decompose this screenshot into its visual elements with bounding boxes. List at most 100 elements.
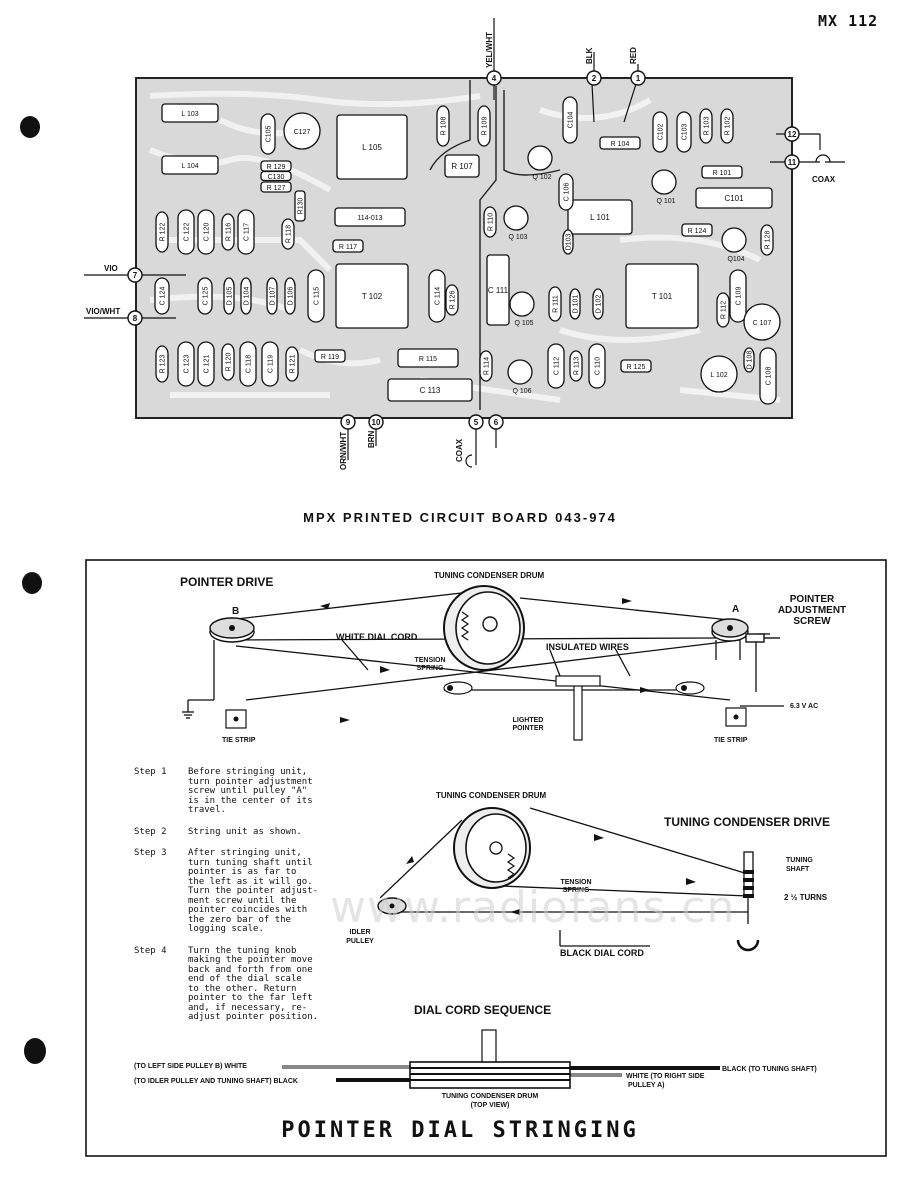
component-q103: Q 103	[503, 205, 529, 241]
component-label: C104	[568, 112, 575, 129]
component-label: R 109	[482, 117, 489, 136]
adjustment-screw-icon	[745, 633, 780, 643]
component-c105: C105	[260, 113, 276, 155]
component-label: L 101	[590, 213, 610, 222]
component-label: C102	[658, 124, 665, 141]
label-seq-drum: TUNING CONDENSER DRUM	[442, 1093, 539, 1100]
component-c120: C 120	[197, 209, 215, 255]
component-label: C 109	[736, 287, 743, 306]
wire-label-yel-wht: YEL/WHT	[485, 32, 494, 68]
wire-label-coax-right: COAX	[812, 175, 836, 184]
component-label: C 107	[753, 320, 772, 327]
component-label: C130	[268, 174, 285, 181]
component-r104: R 104	[599, 136, 641, 150]
label-seq-left-white: (TO LEFT SIDE PULLEY B) WHITE	[134, 1063, 247, 1070]
component-l103: L 103	[161, 103, 219, 123]
component-d103: D103	[562, 229, 574, 255]
component-label: C 123	[184, 355, 191, 374]
component-r128: R 128	[760, 224, 774, 256]
component-r127: R 127	[260, 181, 292, 193]
component-label: L 105	[362, 143, 382, 152]
pointer-slider-left	[443, 681, 473, 695]
stringing-title: POINTER DIAL STRINGING	[281, 1118, 639, 1143]
dial-cord-sequence-diagram	[282, 1029, 720, 1089]
component-r126: R 126	[445, 284, 459, 316]
component-label: Q 106	[512, 388, 531, 395]
component-q105: Q 105	[509, 291, 535, 327]
wire-label-vio: VIO	[104, 264, 118, 273]
component-c119: C 119	[261, 341, 279, 387]
component-c122: C 122	[177, 209, 195, 255]
component-label: R 118	[286, 225, 293, 243]
tuning-shaft-icon	[736, 851, 760, 952]
label-seq-left-black: (TO IDLER PULLEY AND TUNING SHAFT) BLACK	[134, 1078, 298, 1085]
component-label: L 103	[181, 111, 198, 118]
label-tuning-condenser-drive: TUNING CONDENSER DRIVE	[664, 815, 830, 829]
label-pulley-b: B	[232, 606, 239, 617]
component-q102: Q 102	[527, 145, 553, 181]
component-l101: L 101	[567, 199, 633, 235]
terminal-2: 2	[586, 70, 602, 86]
tie-strip-left-icon	[225, 709, 247, 729]
component-r124: R 124	[681, 223, 713, 237]
component-l102: L 102	[700, 355, 738, 393]
component-label: L 102	[710, 372, 727, 379]
component-label: T 101	[652, 292, 673, 301]
label-insulated-wires: INSULATED WIRES	[546, 642, 629, 652]
component-c123: C 123	[177, 341, 195, 387]
component-label: R 126	[450, 291, 457, 310]
component-d104: D 104	[240, 277, 252, 315]
label-white-dial-cord: WHITE DIAL CORD	[336, 632, 418, 642]
component-r102: R 102	[720, 108, 734, 144]
component-label: D 101	[573, 295, 580, 314]
component-c110: C 110	[588, 343, 606, 389]
component-r110: R 110	[483, 206, 497, 238]
component-label: C 112	[554, 357, 561, 375]
pulley-a	[711, 618, 749, 642]
step-label: Step 4	[134, 945, 167, 956]
component-label: R 125	[627, 364, 646, 371]
cord-direction-arrows	[320, 598, 650, 723]
terminal-6: 6	[488, 414, 504, 430]
component-label: C127	[294, 129, 311, 136]
component-label: D 107	[270, 287, 277, 306]
tie-strip-right-icon	[725, 707, 747, 727]
component-t102: T 102	[335, 263, 409, 329]
component-r121: R 121	[285, 346, 299, 382]
component-c103: C103	[676, 111, 692, 153]
wire-label-vio-wht: VIO/WHT	[86, 307, 120, 316]
terminal-11: 11	[784, 154, 800, 170]
component-label: R 110	[488, 213, 495, 231]
component-label: Q 102	[532, 174, 551, 181]
component-c111: C 111	[486, 254, 510, 326]
component-label: C 122	[184, 223, 191, 242]
component-r118: R 118	[281, 218, 295, 250]
component-l105: L 105	[336, 114, 408, 180]
component-r123: R 123	[155, 345, 169, 383]
label-seq-drum-view: (TOP VIEW)	[471, 1102, 510, 1109]
pcb-caption: MPX PRINTED CIRCUIT BOARD 043-974	[303, 510, 617, 525]
component-r116: R 116	[221, 213, 235, 251]
terminal-wires	[84, 18, 845, 465]
component-label: C 113	[420, 386, 441, 395]
step-text: Turn the tuning knob making the pointer …	[188, 945, 319, 1022]
terminal-9: 9	[340, 414, 356, 430]
component-label: C 108	[766, 367, 773, 386]
component-c125: C 125	[197, 277, 213, 315]
component-r114: R 114	[479, 350, 493, 382]
component-label: R 121	[290, 355, 297, 374]
component-r113: R 113	[569, 350, 583, 382]
component-c102: C102	[652, 111, 668, 153]
component-label: C 111	[488, 286, 509, 295]
stringing-frame	[85, 559, 887, 1157]
component-c115: C 115	[307, 269, 325, 323]
component-c106: C 106	[558, 173, 574, 211]
step-text: After stringing unit, turn tuning shaft …	[188, 848, 319, 934]
wire-label-orn-wht: ORN/WHT	[339, 432, 348, 470]
